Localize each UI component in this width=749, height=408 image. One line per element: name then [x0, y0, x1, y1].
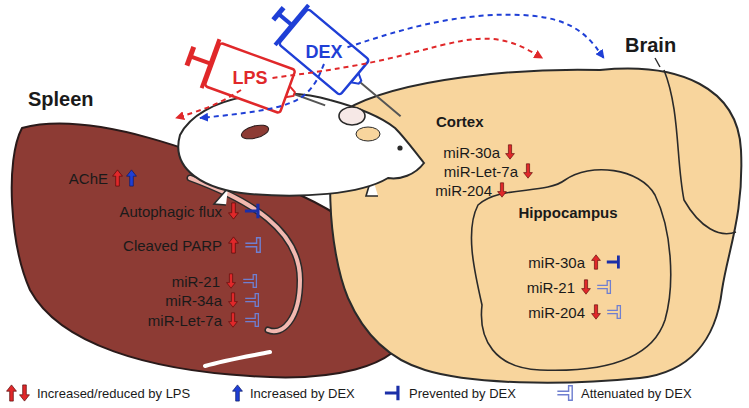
mouse-spleen: [240, 123, 270, 142]
mouse-body: [178, 93, 424, 195]
effect-connector: [273, 39, 543, 78]
spleen-highlight: [205, 352, 270, 366]
marker-label: AChE: [69, 171, 108, 186]
organ-title: Spleen: [28, 89, 94, 109]
mirna-label: miR-Let-7a: [444, 164, 518, 179]
organ-title: Brain: [625, 35, 676, 55]
brain-organ: [330, 69, 741, 383]
mouse-tail-fill: [190, 178, 300, 331]
legend-item: Increased/reduced by LPS: [6, 383, 190, 403]
mirna-label: miR-204: [435, 183, 492, 198]
mirna-label: miR-204: [528, 305, 585, 320]
region-title: Cortex: [436, 114, 484, 129]
legend-text: Increased by DEX: [250, 387, 355, 400]
marker-label: Cleaved PARP: [123, 238, 222, 253]
legend-sample: [6, 383, 32, 403]
legend-sample: [232, 383, 245, 403]
syringe-label-box: DEX: [300, 40, 347, 64]
legend-item: Increased by DEX: [232, 383, 355, 403]
effect-connector: [176, 90, 241, 118]
legend-item: Attenuated by DEX: [556, 383, 692, 403]
legend-item: Prevented by DEX: [384, 383, 516, 403]
organ-region: Hippocampus miR-30a miR-21 miR-204: [475, 175, 675, 375]
mirna-label: miR-21: [527, 280, 575, 295]
mirna-label: miR-30a: [528, 255, 585, 270]
syringe-label: LPS: [232, 69, 267, 87]
legend-sample: [384, 383, 404, 403]
organ-region: BrainCortexmiR-30amiR-Let-7amiR-204Hippo…: [325, 58, 743, 380]
syringe-label-box: LPS: [227, 66, 272, 90]
mirna-label: miR-30a: [443, 145, 500, 160]
organ-region: SpleenAChEAutophagic fluxCleaved PARPmiR…: [12, 118, 412, 378]
legend-sample: [556, 383, 576, 403]
mirna-label: miR-21: [172, 274, 220, 289]
mouse-eye: [397, 145, 402, 150]
effect-connector: [200, 64, 324, 118]
brain-leader-line: [655, 58, 660, 67]
syringe-label: DEX: [305, 43, 342, 61]
legend-text: Attenuated by DEX: [581, 387, 692, 400]
hippocampus-region: [471, 170, 670, 371]
region-title: Hippocampus: [518, 205, 617, 220]
mirna-label: miR-Let-7a: [148, 313, 222, 328]
brain-lobe-line: [664, 70, 736, 234]
mouse-brain: [356, 127, 380, 141]
effect-connector: [348, 15, 604, 58]
mirna-label: miR-34a: [165, 293, 222, 308]
mouse-tail: [190, 178, 300, 331]
legend-text: Prevented by DEX: [409, 387, 516, 400]
mouse-ear: [339, 107, 365, 125]
marker-label: Autophagic flux: [119, 204, 222, 219]
effect-symbols: [113, 145, 621, 327]
legend-text: Increased/reduced by LPS: [37, 387, 190, 400]
